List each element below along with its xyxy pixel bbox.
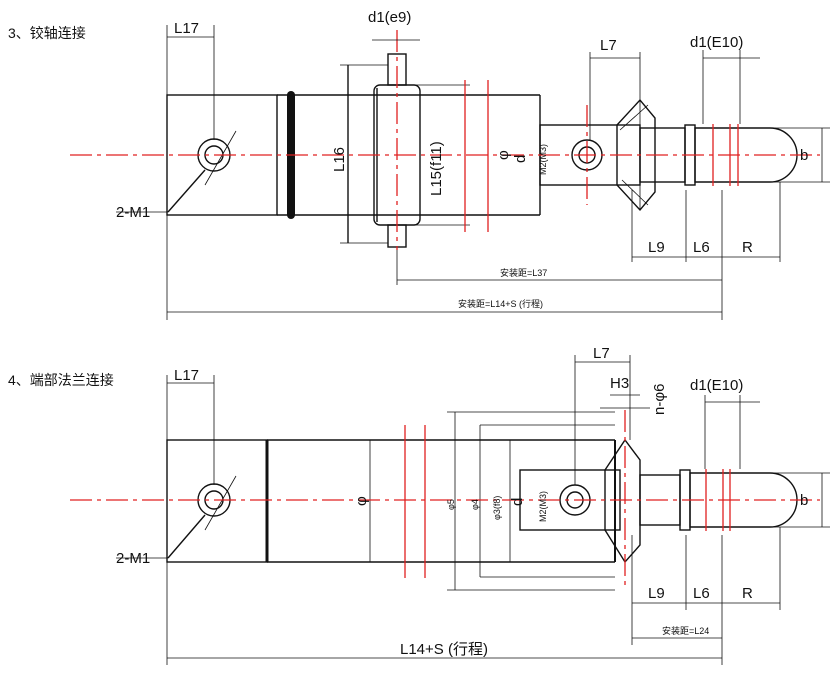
section-4-flange: 4、端部法兰连接 xyxy=(8,345,830,665)
label-l17: L17 xyxy=(174,20,199,37)
label-r-4: R xyxy=(742,585,753,602)
label-m1: 2-M1 xyxy=(116,204,150,221)
label-h3: H3 xyxy=(610,375,629,392)
label-l15: L15(f11) xyxy=(428,141,445,196)
label-l14: 安装距=L14+S (行程) xyxy=(458,298,543,309)
section-4-heading: 4、端部法兰连接 xyxy=(8,372,114,388)
label-phi3: φ3(f8) xyxy=(492,496,502,520)
label-m1-4: 2-M1 xyxy=(116,550,150,567)
label-d-4: d xyxy=(509,498,526,506)
label-l7-4: L7 xyxy=(593,345,610,362)
label-phi4: φ4 xyxy=(470,499,480,510)
label-b-4: b xyxy=(800,492,808,509)
label-l6-4: L6 xyxy=(693,585,710,602)
label-r: R xyxy=(742,239,753,256)
section-3-heading: 3、铰轴连接 xyxy=(8,25,86,41)
label-l7: L7 xyxy=(600,37,617,54)
label-m2-4: M2(M3) xyxy=(538,491,548,522)
label-l6: L6 xyxy=(693,239,710,256)
label-l37: 安装距=L37 xyxy=(500,267,547,278)
label-phi-4: φ xyxy=(353,496,370,506)
section-3-trunnion: 3、铰轴连接 xyxy=(8,9,830,320)
label-phi5: φ5 xyxy=(446,499,456,510)
label-l17-4: L17 xyxy=(174,367,199,384)
label-b: b xyxy=(800,147,808,164)
label-d1e9: d1(e9) xyxy=(368,9,411,26)
rod-eye xyxy=(694,127,798,183)
label-m2: M2(M3) xyxy=(538,144,548,175)
label-l24: 安装距=L24 xyxy=(662,625,709,636)
label-l9: L9 xyxy=(648,239,665,256)
label-l16: L16 xyxy=(331,147,348,172)
label-l9-4: L9 xyxy=(648,585,665,602)
label-d1e10-4: d1(E10) xyxy=(690,377,743,394)
label-l14-4: L14+S (行程) xyxy=(400,641,488,658)
label-d1e10: d1(E10) xyxy=(690,34,743,51)
label-n6: n-φ6 xyxy=(651,384,668,415)
label-d: d xyxy=(512,155,529,163)
label-phi: φ xyxy=(495,150,512,160)
